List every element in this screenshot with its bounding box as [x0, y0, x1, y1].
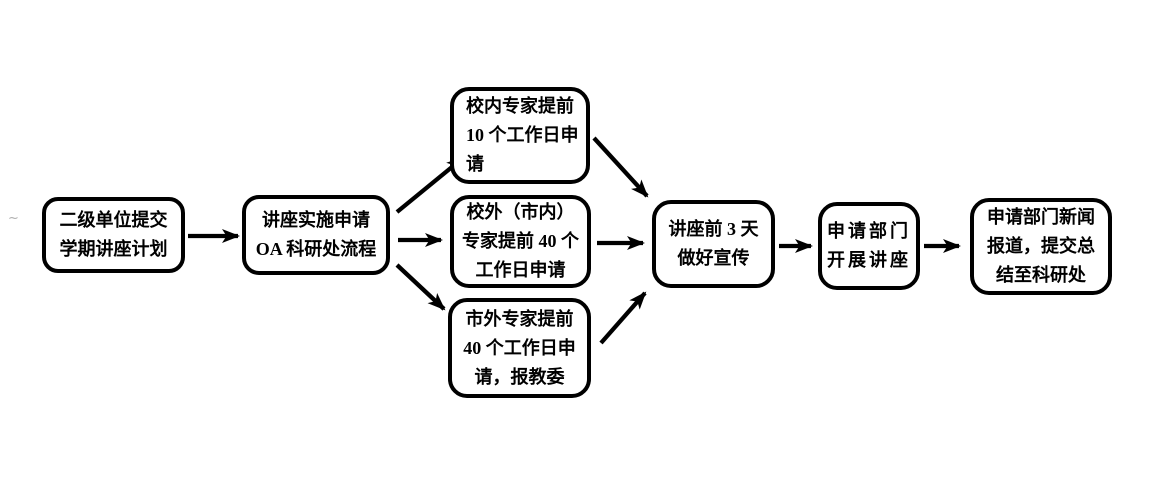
flow-node-news-report: 申请部门新闻 报道，提交总 结至科研处 — [970, 198, 1112, 295]
flow-node-city-expert: 校外（市内） 专家提前 40 个 工作日申请 — [450, 195, 591, 288]
stray-mark: ~ — [8, 211, 19, 226]
arrow-oa-apply-to-outside-expert — [395, 263, 446, 311]
flow-node-publicity: 讲座前 3 天 做好宣传 — [652, 200, 775, 288]
arrow-inside-expert-to-publicity — [592, 136, 649, 198]
flow-node-inside-expert: 校内专家提前 10 个工作日申 请 — [450, 87, 590, 184]
flow-node-outside-expert: 市外专家提前 40 个工作日申 请，报教委 — [448, 298, 591, 398]
flow-node-submit-plan: 二级单位提交 学期讲座计划 — [42, 197, 185, 273]
flow-node-oa-apply: 讲座实施申请 OA 科研处流程 — [242, 195, 390, 275]
arrow-outside-expert-to-publicity — [599, 291, 647, 345]
flow-node-hold-lecture: 申请部门 开展讲座 — [818, 202, 920, 290]
